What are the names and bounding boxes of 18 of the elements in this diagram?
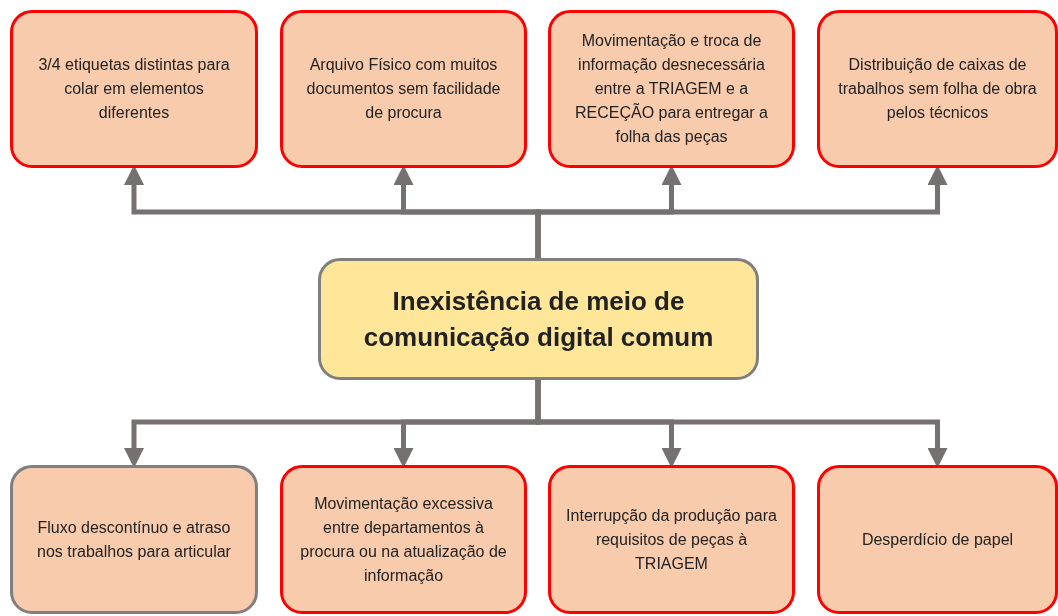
cause-box: [10, 10, 258, 168]
cause-box: [280, 10, 527, 168]
box-text: Movimentação excessiva entre departamentos à procura ou na atualização de informação: [299, 493, 508, 586]
box-text: 3/4 etiquetas distintas para colar em elementos diferentes: [37, 55, 231, 123]
cause-box: [10, 465, 258, 614]
box-text: Movimentação e troca de informação desnecessária entre a TRIAGEM e a RECEÇÃO para entregar a folha das peças: [574, 31, 769, 147]
box-text: Distribuição de caixas de trabalhos sem folha de obra pelos técnicos: [837, 55, 1038, 123]
central-problem-box: [318, 258, 759, 380]
box-text: Inexistência de meio de comunicação digital comum: [362, 284, 715, 354]
cause-box: [817, 10, 1058, 168]
cause-box: [280, 465, 527, 614]
box-text: Desperdício de papel: [861, 529, 1014, 550]
cause-box: [548, 10, 795, 168]
box-text: Interrupção da produção para requisitos de peças à TRIAGEM: [565, 505, 778, 574]
cause-box: [817, 465, 1058, 614]
box-text: Arquivo Físico com muitos documentos sem facilidade de procura: [305, 55, 502, 123]
box-text: Fluxo descontínuo e atraso nos trabalhos para articular: [36, 517, 232, 562]
cause-box: [548, 465, 795, 614]
